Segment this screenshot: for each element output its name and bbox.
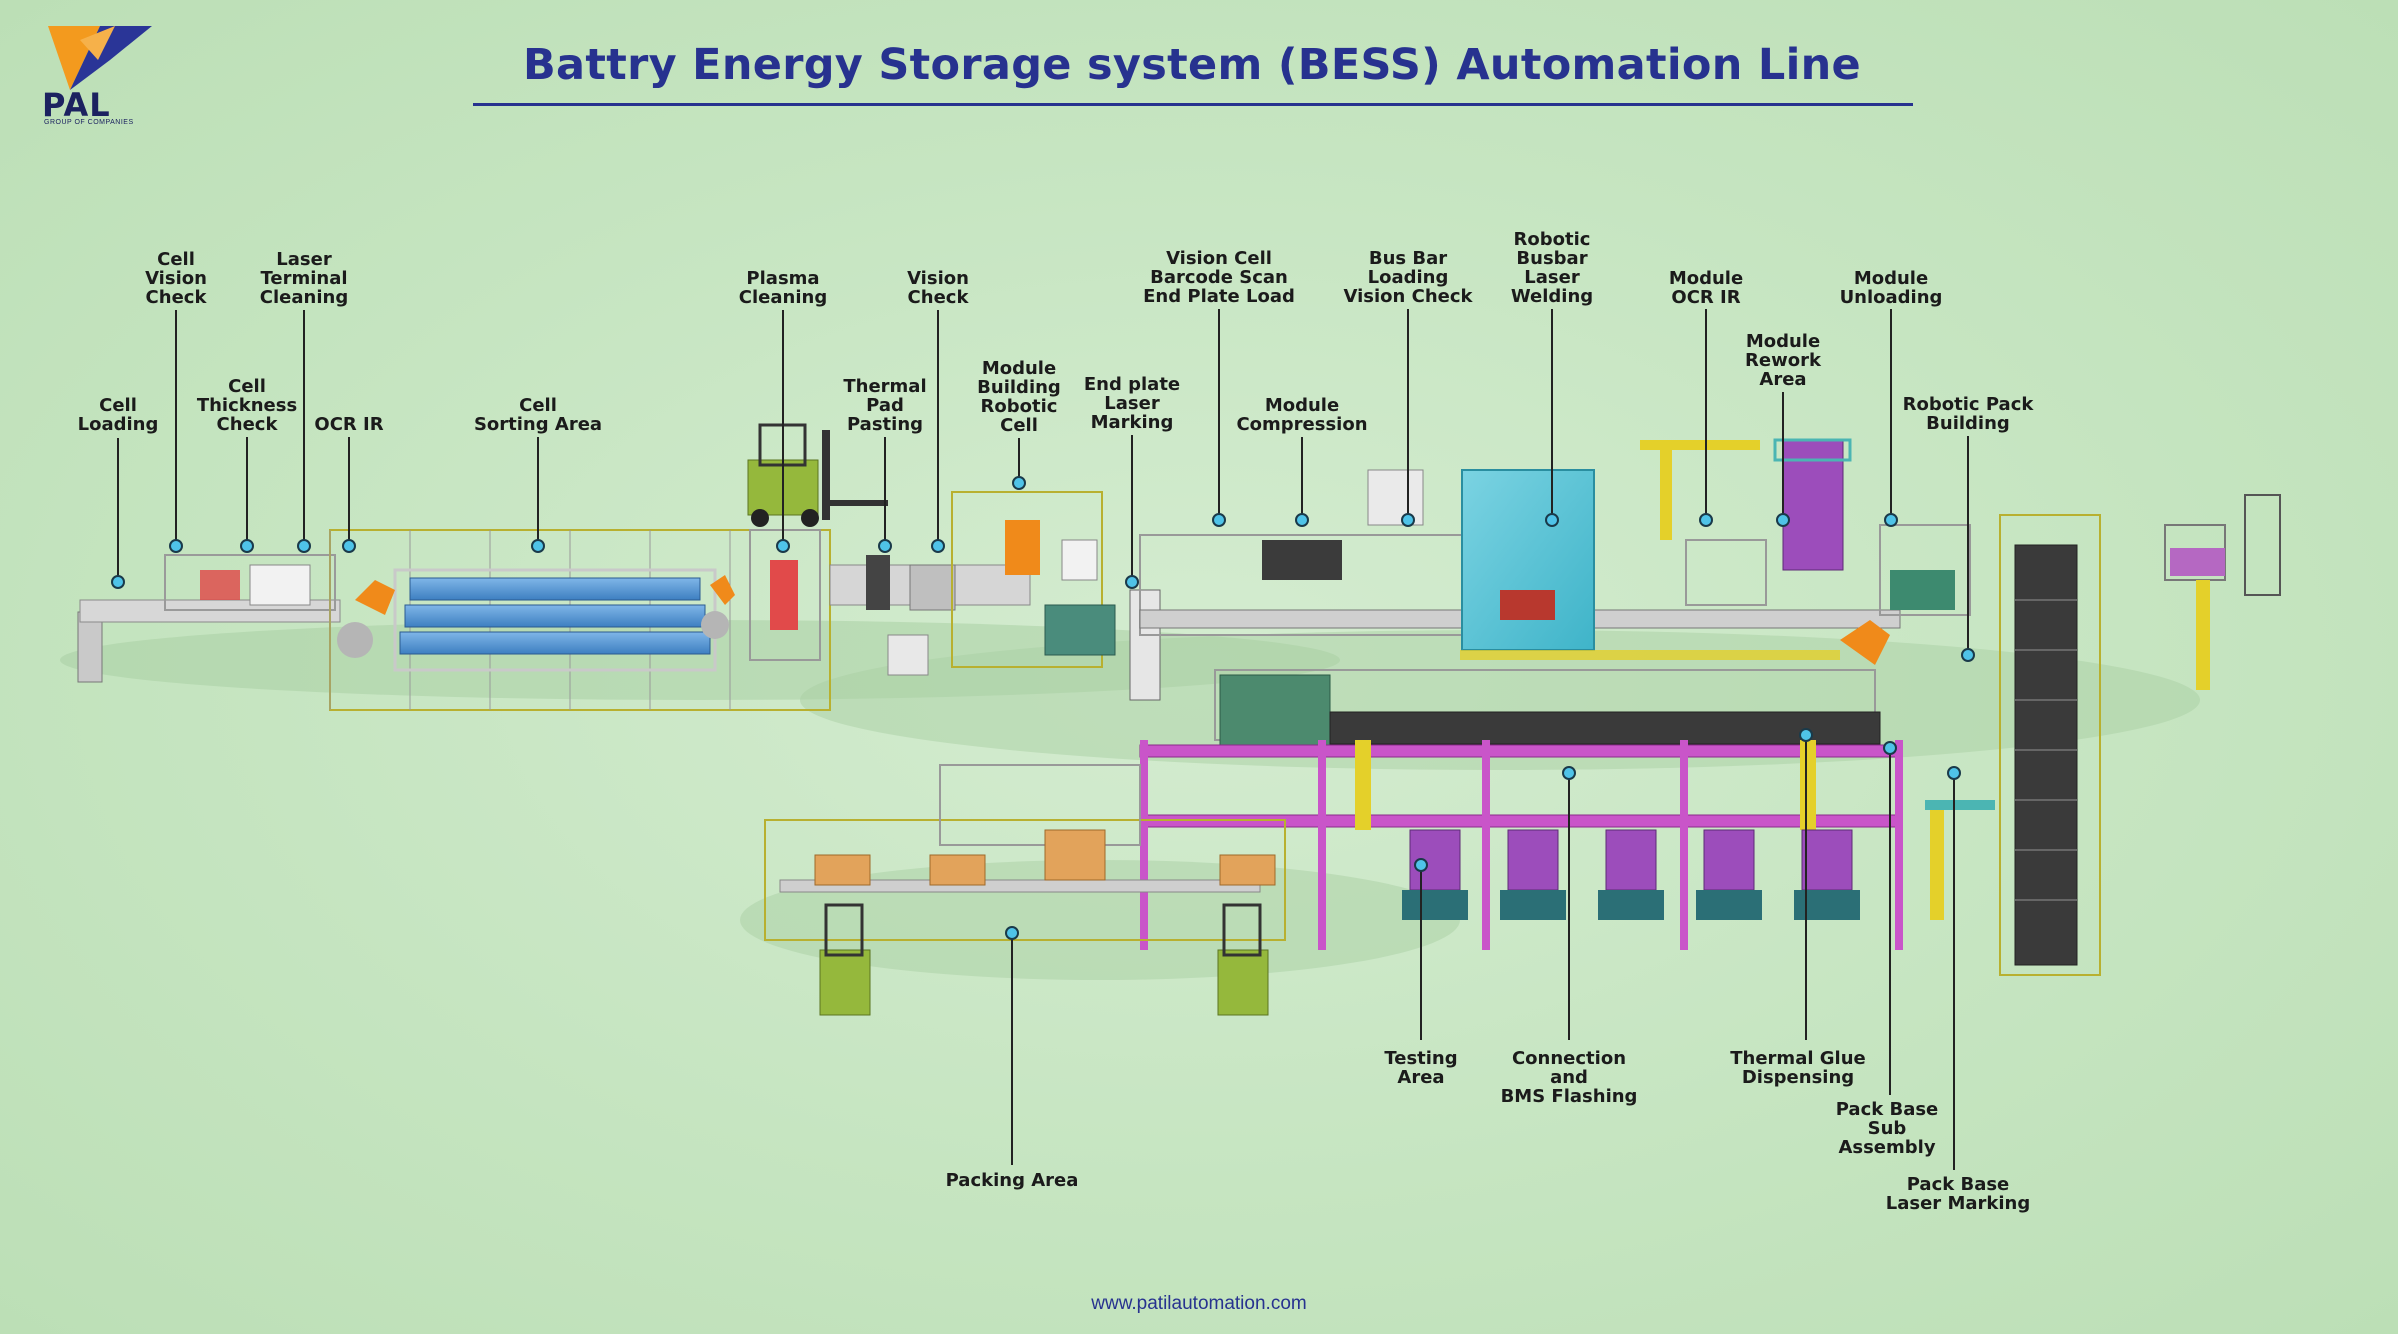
marker-robotic-pack-building: [1961, 648, 1975, 662]
marker-thermal-glue-dispensing: [1799, 728, 1813, 742]
label-robotic-busbar-laser-welding: Robotic Busbar Laser Welding: [1510, 229, 1594, 307]
title-underline: [473, 103, 1913, 106]
label-plasma-cleaning: Plasma Cleaning: [738, 268, 828, 308]
label-pack-base-sub-assembly: Pack Base Sub Assembly: [1835, 1099, 1939, 1158]
marker-cell-thickness-check: [240, 539, 254, 553]
label-cell-vision-check: Cell Vision Check: [145, 249, 207, 308]
marker-cell-sorting-area: [531, 539, 545, 553]
label-vision-check: Vision Check: [907, 268, 969, 308]
marker-module-building-robotic-cell: [1012, 476, 1026, 490]
label-testing-area: Testing Area: [1384, 1048, 1458, 1088]
marker-ocr-ir: [342, 539, 356, 553]
label-robotic-pack-building: Robotic Pack Building: [1902, 394, 2034, 434]
marker-cell-loading: [111, 575, 125, 589]
label-bus-bar-loading: Bus Bar Loading Vision Check: [1343, 248, 1473, 307]
marker-cell-vision-check: [169, 539, 183, 553]
packing-area-illustration: [764, 764, 1286, 1016]
marker-end-plate-laser-marking: [1125, 575, 1139, 589]
label-end-plate-laser-marking: End plate Laser Marking: [1083, 374, 1181, 433]
marker-module-rework-area: [1776, 513, 1790, 527]
marker-module-compression: [1295, 513, 1309, 527]
marker-laser-terminal-cleaning: [297, 539, 311, 553]
label-module-ocr-ir: Module OCR IR: [1668, 268, 1744, 308]
website-link[interactable]: www.patilautomation.com: [1091, 1293, 1307, 1314]
label-thermal-pad-pasting: Thermal Pad Pasting: [843, 376, 927, 435]
label-laser-terminal-cleaning: Laser Terminal Cleaning: [259, 249, 349, 308]
callout-leaders: [117, 309, 1969, 1170]
marker-pack-base-sub-assembly: [1883, 741, 1897, 755]
cell-loading-line: [77, 529, 831, 711]
label-module-rework-area: Module Rework Area: [1745, 331, 1821, 390]
label-cell-loading: Cell Loading: [77, 395, 159, 435]
pack-assembly-line: [1139, 669, 1995, 950]
label-cell-thickness-check: Cell Thickness Check: [196, 376, 298, 435]
label-module-unloading: Module Unloading: [1839, 268, 1943, 308]
logo-name: PAL: [42, 86, 111, 124]
page-title: Battry Energy Storage system (BESS) Auto…: [522, 40, 1862, 90]
marker-packing-area: [1005, 926, 1019, 940]
label-pack-base-laser-marking: Pack Base Laser Marking: [1885, 1174, 2031, 1214]
marker-module-unloading: [1884, 513, 1898, 527]
label-ocr-ir: OCR IR: [314, 414, 384, 435]
label-cell-sorting-area: Cell Sorting Area: [473, 395, 603, 435]
marker-plasma-cleaning: [776, 539, 790, 553]
label-vision-cell-barcode-scan: Vision Cell Barcode Scan End Plate Load: [1143, 248, 1295, 307]
marker-bus-bar-loading: [1401, 513, 1415, 527]
marker-robotic-busbar-laser-welding: [1545, 513, 1559, 527]
marker-vision-cell-barcode-scan: [1212, 513, 1226, 527]
central-assembly-line: [1139, 438, 1971, 665]
marker-vision-check: [931, 539, 945, 553]
robotic-pack-building-line: [1999, 494, 2281, 976]
marker-testing-area: [1414, 858, 1428, 872]
logo-subtitle: GROUP OF COMPANIES: [44, 119, 134, 126]
label-thermal-glue-dispensing: Thermal Glue Dispensing: [1730, 1048, 1866, 1088]
pal-logo: [48, 26, 152, 90]
module-building-stations: [749, 491, 1161, 701]
marker-connection-bms-flashing: [1562, 766, 1576, 780]
forklift-icon: [747, 423, 888, 527]
marker-pack-base-laser-marking: [1947, 766, 1961, 780]
marker-module-ocr-ir: [1699, 513, 1713, 527]
label-packing-area: Packing Area: [945, 1170, 1079, 1191]
label-module-building-robotic-cell: Module Building Robotic Cell: [977, 358, 1061, 436]
label-module-compression: Module Compression: [1236, 395, 1368, 435]
marker-thermal-pad-pasting: [878, 539, 892, 553]
label-connection-bms-flashing: Connection and BMS Flashing: [1500, 1048, 1638, 1107]
callout-markers: [111, 476, 1975, 940]
